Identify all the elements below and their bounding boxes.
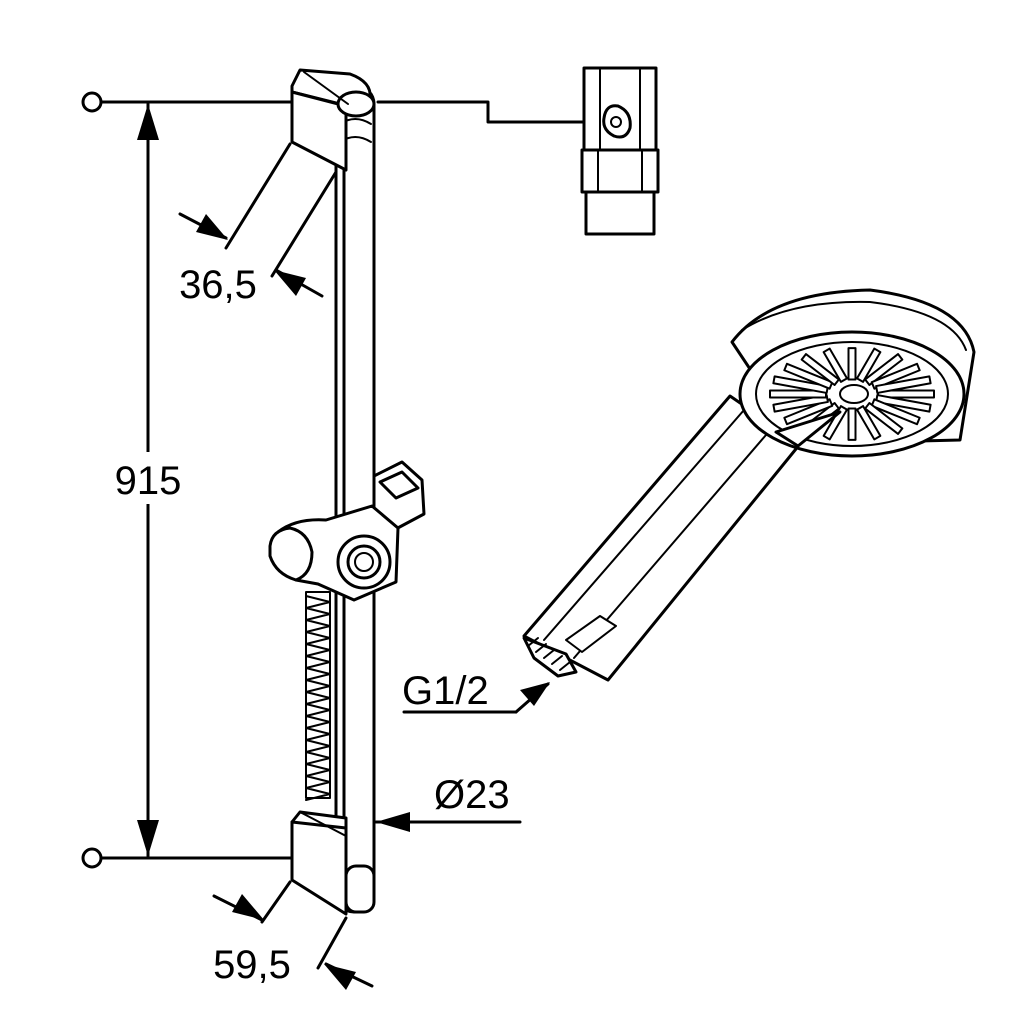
- upper-fixing-point-icon: [81, 91, 103, 113]
- nozzle-slot: [856, 405, 882, 441]
- upper-depth-label: 36,5: [179, 263, 257, 307]
- arrow-down-icon: [137, 820, 159, 856]
- arrow-left-icon: [376, 812, 410, 832]
- nozzle-slot: [772, 375, 829, 394]
- nozzle-slot: [864, 353, 904, 386]
- nozzle-slot: [875, 375, 932, 394]
- shower-hose: [305, 591, 331, 801]
- nozzle-slot: [783, 362, 834, 390]
- lower-depth-dimension: 59,5: [212, 880, 374, 990]
- height-dimension: 915: [81, 91, 294, 869]
- arrow-right-icon: [232, 894, 264, 920]
- nozzle-slot: [847, 347, 857, 381]
- thread-ridge: [527, 637, 539, 647]
- hand-shower: [522, 288, 976, 682]
- arrow-right-icon: [196, 214, 228, 240]
- nozzle-slot: [822, 347, 848, 383]
- arrow-left-icon: [324, 964, 356, 990]
- slider-holder: [268, 460, 426, 602]
- nozzle-slot: [772, 394, 829, 413]
- height-dimension-label: 915: [115, 459, 182, 503]
- slide-rail: [334, 84, 376, 914]
- thread-ridge: [559, 661, 571, 671]
- slider-detail-view: [376, 66, 660, 236]
- nozzle-slot: [783, 398, 834, 426]
- nozzle-slot: [847, 407, 857, 441]
- arrow-left-icon: [274, 270, 306, 296]
- nozzle-slot: [875, 394, 932, 413]
- thread-dimension: G1/2: [402, 669, 550, 714]
- nozzle-slot: [800, 353, 840, 386]
- upper-depth-dimension: 36,5: [178, 142, 338, 307]
- nozzle-slot: [769, 389, 827, 399]
- nozzle-slot: [864, 402, 904, 435]
- arrow-up-icon: [137, 104, 159, 140]
- upper-wall-bracket: [290, 68, 376, 172]
- nozzle-slot: [856, 347, 882, 383]
- lower-fixing-point-icon: [81, 847, 103, 869]
- nozzle-slot: [822, 405, 848, 441]
- thread-ridge: [551, 655, 563, 665]
- rail-diameter-dimension: Ø23: [374, 773, 522, 832]
- nozzle-slot: [870, 398, 921, 426]
- rail-diameter-label: Ø23: [434, 773, 510, 817]
- thread-ridge: [543, 649, 555, 659]
- nozzle-slot: [870, 362, 921, 390]
- arrow-up-right-icon: [520, 682, 550, 706]
- lower-wall-bracket: [290, 810, 376, 916]
- lower-depth-label: 59,5: [213, 943, 291, 987]
- thread-ridge: [535, 643, 547, 653]
- thread-size-label: G1/2: [402, 669, 489, 713]
